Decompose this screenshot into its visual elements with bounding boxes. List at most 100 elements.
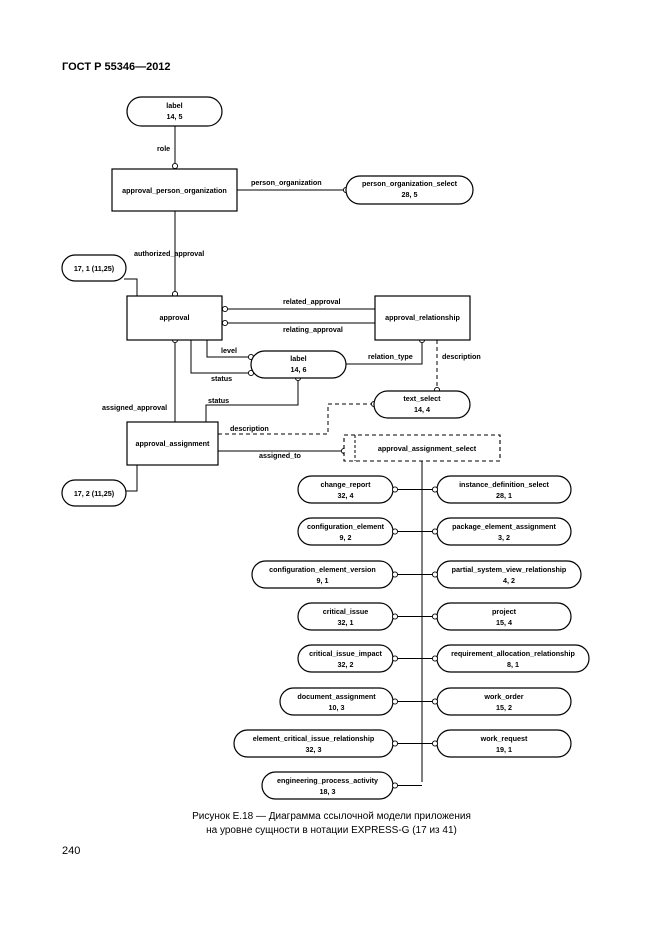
member-ref: 32, 3 — [306, 745, 322, 754]
select-approval-assignment-select: approval_assignment_select — [343, 434, 501, 462]
ref-name: person_organization_select — [362, 179, 458, 188]
member-name: requirement_allocation_relationship — [451, 649, 575, 658]
branch-circle — [431, 571, 439, 578]
select-member-right: package_element_assignment 3, 2 — [436, 517, 572, 546]
select-member-right: work_request 19, 1 — [436, 729, 572, 758]
member-name: configuration_element_version — [269, 565, 376, 574]
select-members-left: change_report 32, 4 configuration_element 9… — [233, 475, 399, 800]
member-ref: 9, 1 — [317, 576, 329, 585]
attr-status: status — [208, 396, 229, 405]
entity-approval: approval — [126, 295, 223, 341]
member-name: project — [492, 607, 517, 616]
member-name: work_request — [480, 734, 528, 743]
ref-person-organization-select: person_organization_select 28, 5 — [345, 175, 474, 205]
entity-label: approval_relationship — [385, 313, 460, 322]
member-ref: 32, 1 — [338, 618, 354, 627]
caption-line-1: Рисунок E.18 — Диаграмма ссылочной модел… — [192, 811, 471, 822]
attr-description: description — [442, 352, 481, 361]
ref-number: 28, 5 — [402, 190, 418, 199]
entity-label: approval_person_organization — [122, 186, 227, 195]
attr-level: level — [221, 346, 237, 355]
ref-name: label — [290, 354, 306, 363]
page-ref-label: 17, 1 (11,25) — [74, 264, 115, 273]
member-name: element_critical_issue_relationship — [253, 734, 375, 743]
page-ref-top: 17, 1 (11,25) — [61, 254, 127, 282]
figure-caption: Рисунок E.18 — Диаграмма ссылочной модел… — [0, 810, 661, 838]
member-ref: 9, 2 — [340, 533, 352, 542]
ref-label-14-6: label 14, 6 — [250, 350, 347, 379]
branch-circle — [391, 698, 399, 705]
select-member-left: change_report 32, 4 — [297, 475, 394, 504]
attr-person-organization: person_organization — [251, 178, 322, 187]
attr-authorized-approval: authorized_approval — [134, 249, 204, 258]
caption-line-2: на уровне сущности в нотации EXPRESS-G (… — [206, 825, 457, 836]
entity-label: approval_assignment — [136, 439, 211, 448]
attribute-labels: role person_organization authorized_appr… — [102, 144, 481, 460]
attr-relation-type: relation_type — [368, 352, 413, 361]
member-ref: 15, 2 — [496, 703, 512, 712]
member-ref: 18, 3 — [320, 787, 336, 796]
select-member-left: critical_issue 32, 1 — [297, 602, 394, 631]
attr-status: status — [211, 374, 232, 383]
page-ref-bottom: 17, 2 (11,25) — [61, 479, 127, 507]
branch-circle — [391, 486, 399, 493]
member-ref: 8, 1 — [507, 660, 519, 669]
member-name: partial_system_view_relationship — [452, 565, 567, 574]
member-name: critical_issue — [323, 607, 369, 616]
ref-text-select: text_select 14, 4 — [373, 390, 471, 419]
member-name: work_order — [483, 692, 523, 701]
select-member-left: engineering_process_activity 18, 3 — [261, 771, 394, 800]
member-name: package_element_assignment — [452, 522, 556, 531]
member-ref: 10, 3 — [329, 703, 345, 712]
select-member-left: configuration_element_version 9, 1 — [251, 560, 394, 589]
branch-circle — [431, 486, 439, 493]
attr-description: description — [230, 424, 269, 433]
page-ref-label: 17, 2 (11,25) — [74, 489, 115, 498]
attr-assigned-to: assigned_to — [259, 451, 302, 460]
branch-circle — [431, 740, 439, 747]
branch-circle — [431, 655, 439, 662]
entity-approval-relationship: approval_relationship — [374, 295, 471, 341]
ref-number: 14, 4 — [414, 405, 430, 414]
entity-approval-assignment: approval_assignment — [126, 421, 219, 466]
attr-related-approval: related_approval — [283, 297, 341, 306]
select-label: approval_assignment_select — [378, 444, 477, 453]
member-name: change_report — [321, 480, 372, 489]
select-member-right: work_order 15, 2 — [436, 687, 572, 716]
member-name: configuration_element — [307, 522, 385, 531]
branch-circle — [391, 740, 399, 747]
select-member-right: requirement_allocation_relationship 8, 1 — [436, 644, 590, 673]
entity-approval-person-organization: approval_person_organization — [111, 168, 238, 212]
attr-role: role — [157, 144, 170, 153]
ref-label-14-5: label 14, 5 — [126, 96, 223, 127]
attr-relating-approval: relating_approval — [283, 325, 343, 334]
entity-label: approval — [160, 313, 190, 322]
member-name: engineering_process_activity — [277, 776, 378, 785]
branch-circle — [391, 655, 399, 662]
member-ref: 32, 4 — [338, 491, 354, 500]
ref-name: label — [166, 101, 182, 110]
document-header: ГОСТ Р 55346—2012 — [62, 61, 171, 73]
member-ref: 28, 1 — [496, 491, 512, 500]
select-members-right: instance_definition_select 28, 1 package_e… — [431, 475, 590, 758]
branch-circle — [391, 571, 399, 578]
branch-circle — [431, 528, 439, 535]
page-number: 240 — [62, 845, 81, 857]
member-name: critical_issue_impact — [309, 649, 382, 658]
ref-number: 14, 5 — [167, 112, 183, 121]
select-member-left: element_critical_issue_relationship 32, 3 — [233, 729, 394, 758]
member-ref: 19, 1 — [496, 745, 512, 754]
branch-circle — [391, 613, 399, 620]
ref-name: text_select — [403, 394, 441, 403]
member-name: instance_definition_select — [459, 480, 549, 489]
branch-circle — [431, 613, 439, 620]
branch-circle — [391, 528, 399, 535]
branch-circle — [431, 698, 439, 705]
ref-number: 14, 6 — [291, 365, 307, 374]
branch-circle — [391, 782, 399, 789]
attr-assigned-approval: assigned_approval — [102, 403, 167, 412]
member-ref: 3, 2 — [498, 533, 510, 542]
